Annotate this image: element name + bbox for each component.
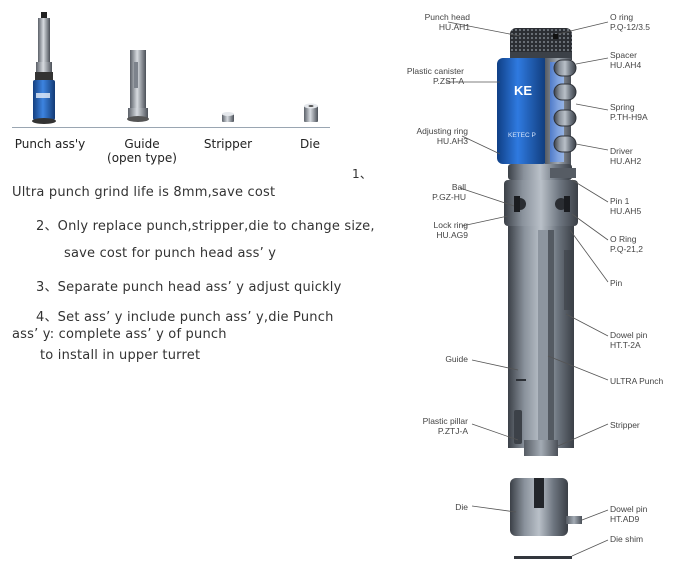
lock-ring-part bbox=[504, 180, 578, 226]
note-4-line-1: 4、Set ass’ y include punch ass’ y,die Pu… bbox=[36, 310, 334, 325]
punch-head-part bbox=[510, 28, 572, 60]
callout-o-ring-lower: O Ring P.Q-21,2 bbox=[610, 234, 643, 254]
punch-assembly-image bbox=[32, 12, 56, 124]
callout-stripper: Stripper bbox=[610, 420, 640, 430]
product-images bbox=[32, 12, 318, 124]
die-part bbox=[510, 478, 582, 536]
callout-pin-1: Pin 1 HU.AH5 bbox=[610, 196, 642, 216]
callout-spring: Spring P.TH-H9A bbox=[610, 102, 648, 122]
adjusting-ring-part bbox=[508, 164, 576, 180]
callout-lock-ring: Lock ring HU.AG9 bbox=[433, 220, 469, 240]
note-2-line-2: save cost for punch head ass’ y bbox=[64, 246, 277, 261]
callout-ball: Ball P.GZ-HU bbox=[432, 182, 466, 202]
callout-pin: Pin bbox=[610, 278, 623, 288]
callout-plastic-canister: Plastic canister P.ZST-A bbox=[406, 66, 464, 86]
note-3: 3、Separate punch head ass’ y adjust quic… bbox=[36, 280, 342, 295]
brand-text: KETEC P bbox=[508, 132, 536, 139]
callout-driver: Driver HU.AH2 bbox=[610, 146, 642, 166]
callout-guide: Guide bbox=[445, 354, 468, 364]
left-leader-lines bbox=[446, 21, 521, 513]
punch-cross-section-diagram: KE KETEC P bbox=[390, 0, 678, 574]
die-shim-part bbox=[514, 556, 572, 559]
callout-dowel-pin-lower: Dowel pin HT.AD9 bbox=[610, 504, 648, 524]
callout-dowel-pin-upper: Dowel pin HT.T-2A bbox=[610, 330, 648, 350]
divider-line bbox=[12, 127, 330, 128]
callout-punch-head: Punch head HU.AH1 bbox=[424, 12, 470, 32]
cross-section-drawing: KE KETEC P bbox=[446, 21, 609, 559]
right-leader-lines bbox=[547, 21, 609, 557]
product-thumbnails: Punch ass'y Guide (open type) Stripper D… bbox=[0, 0, 340, 170]
die-image bbox=[304, 103, 318, 122]
note-1-marker: 1、 bbox=[352, 167, 373, 181]
brand-logo: KE bbox=[514, 83, 532, 98]
stripper-image bbox=[222, 112, 234, 122]
die-label: Die bbox=[300, 137, 320, 151]
spring-coils-part bbox=[553, 59, 577, 153]
callout-o-ring-top: O ring P.Q-12/3.5 bbox=[610, 12, 651, 32]
note-4-line-3: to install in upper turret bbox=[40, 348, 201, 363]
guide-body-part bbox=[508, 226, 574, 448]
callout-die: Die bbox=[455, 502, 468, 512]
callout-adjusting-ring: Adjusting ring HU.AH3 bbox=[416, 126, 468, 146]
stripper-label: Stripper bbox=[203, 137, 253, 151]
punch-assy-label: Punch ass'y bbox=[14, 137, 86, 151]
guide-sublabel: (open type) bbox=[107, 151, 177, 165]
guide-label: Guide bbox=[124, 137, 160, 151]
note-4-line-2: ass’ y: complete ass’ y of punch bbox=[12, 327, 227, 342]
callout-spacer: Spacer HU.AH4 bbox=[610, 50, 642, 70]
callout-die-shim: Die shim bbox=[610, 534, 644, 544]
callout-plastic-pillar: Plastic pillar P.ZTJ-A bbox=[422, 416, 468, 436]
guide-image bbox=[127, 50, 149, 122]
note-1-text: Ultra punch grind life is 8mm,save cost bbox=[12, 185, 276, 200]
callout-ultra-punch: ULTRA Punch bbox=[610, 376, 664, 386]
note-2-line-1: 2、Only replace punch,stripper,die to cha… bbox=[36, 219, 375, 234]
plastic-canister-part: KE KETEC P bbox=[497, 58, 549, 164]
stripper-part bbox=[524, 440, 558, 456]
